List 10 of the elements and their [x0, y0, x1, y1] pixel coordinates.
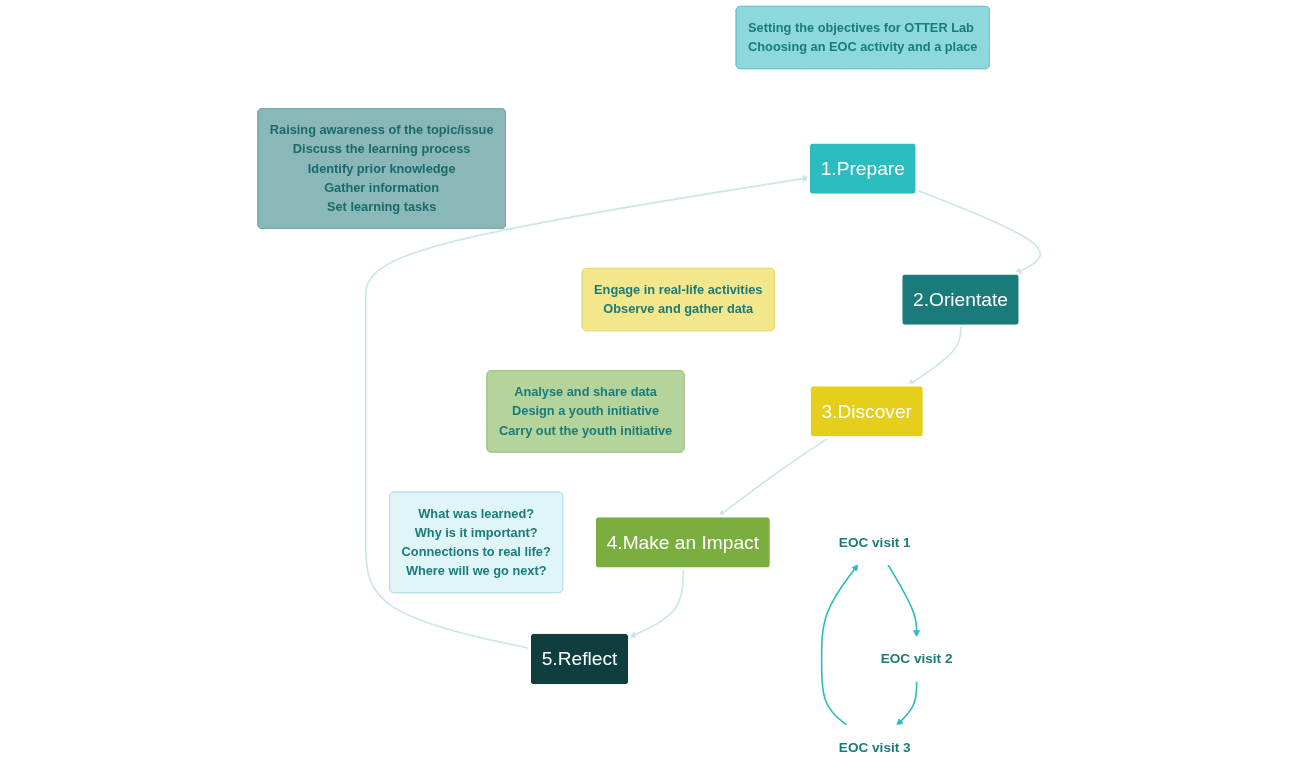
arrow — [820, 564, 859, 727]
arrow — [907, 325, 962, 386]
arrow — [896, 680, 918, 726]
node-text: EOC visit 3 — [838, 739, 911, 755]
arrow — [718, 437, 829, 517]
node-text: EOC visit 1 — [838, 534, 911, 550]
node-text: EOC visit 2 — [880, 651, 953, 667]
arrow — [916, 189, 1041, 274]
arrow — [887, 563, 921, 638]
arrow — [629, 568, 685, 638]
